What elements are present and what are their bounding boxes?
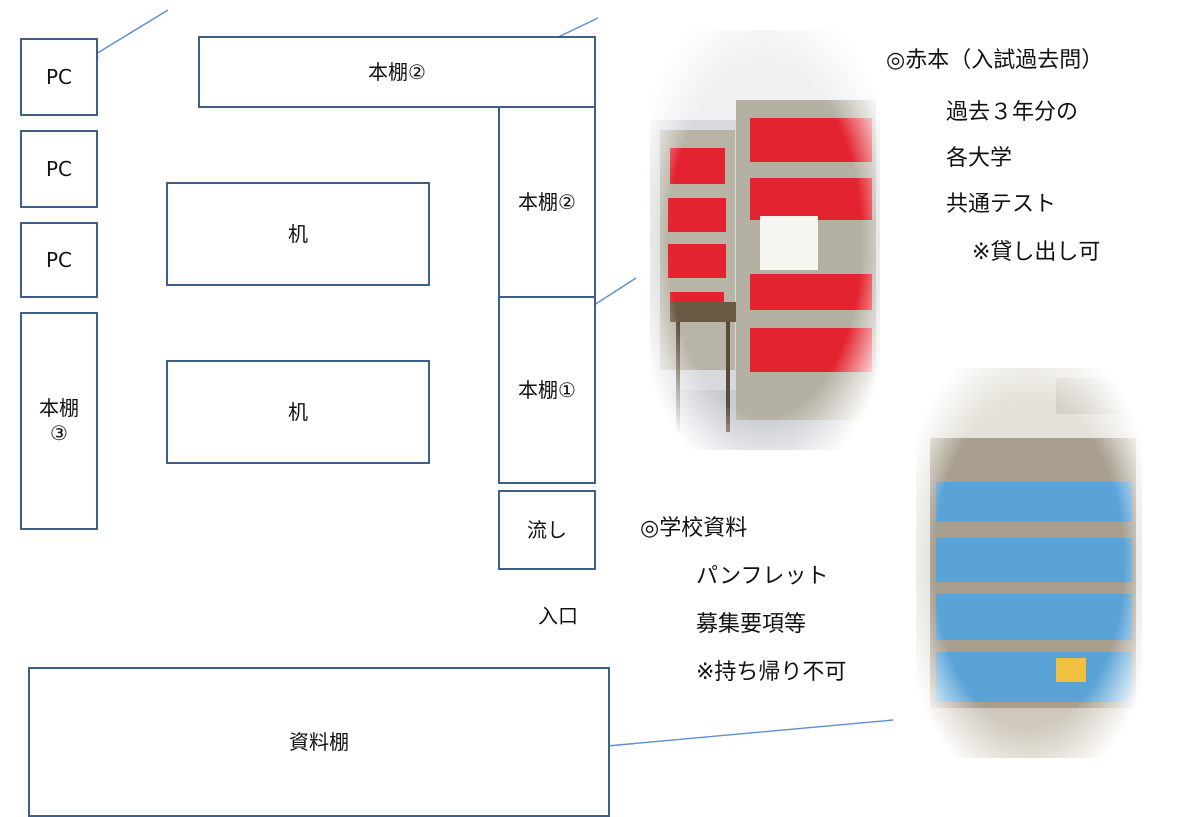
entrance-label: 入口 bbox=[538, 604, 578, 628]
pc-label: PC bbox=[45, 247, 73, 272]
pc-station-2: PC bbox=[20, 130, 98, 208]
akahon-line-1: 過去３年分の bbox=[946, 100, 1079, 125]
pc-label: PC bbox=[45, 156, 73, 181]
akahon-title: ◎赤本（入試過去問） bbox=[886, 48, 1104, 73]
arrow-to-pc bbox=[84, 9, 169, 62]
bookshelf-1: 本棚① bbox=[498, 296, 596, 484]
pc-station-3: PC bbox=[20, 222, 98, 298]
school-materials-title: ◎学校資料 bbox=[640, 516, 748, 541]
material-shelf-label: 資料棚 bbox=[289, 729, 349, 754]
akahon-shelf-photo bbox=[650, 30, 880, 450]
sink: 流し bbox=[498, 490, 596, 570]
bookshelf-1-label: 本棚① bbox=[518, 377, 576, 402]
desk-2: 机 bbox=[166, 360, 430, 464]
bookshelf-2-side: 本棚② bbox=[498, 106, 596, 298]
desk-1-label: 机 bbox=[288, 221, 308, 246]
bookshelf-2-top: 本棚② bbox=[198, 36, 596, 108]
pc-label: PC bbox=[45, 64, 73, 89]
bookshelf-3: 本棚 ③ bbox=[20, 312, 98, 530]
school-materials-line-1: パンフレット bbox=[696, 564, 829, 589]
school-materials-line-2: 募集要項等 bbox=[696, 612, 807, 637]
bookshelf-2-side-label: 本棚② bbox=[518, 189, 576, 214]
pc-station-1: PC bbox=[20, 38, 98, 116]
material-shelf: 資料棚 bbox=[28, 667, 610, 817]
akahon-line-3: 共通テスト bbox=[946, 192, 1057, 217]
sink-label: 流し bbox=[527, 517, 567, 542]
desk-1: 机 bbox=[166, 182, 430, 286]
school-materials-line-3: ※持ち帰り不可 bbox=[696, 660, 847, 685]
akahon-line-2: 各大学 bbox=[946, 146, 1013, 171]
school-materials-photo bbox=[916, 368, 1142, 758]
bookshelf-2-top-label: 本棚② bbox=[368, 59, 426, 84]
bookshelf-3-label: 本棚 ③ bbox=[39, 396, 79, 445]
desk-2-label: 机 bbox=[288, 399, 308, 424]
akahon-line-4: ※貸し出し可 bbox=[972, 240, 1101, 265]
